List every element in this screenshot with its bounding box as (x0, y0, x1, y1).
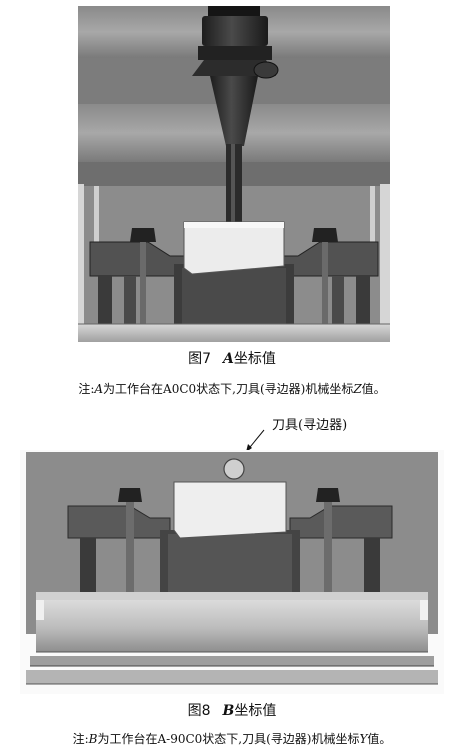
figure-8-illustration (20, 429, 444, 694)
figure-7-symbol: A (223, 351, 234, 367)
figure-8-number: 图8 (187, 703, 211, 719)
figure-8-caption: 图8 B坐标值 (0, 700, 464, 720)
figure-8-title: 坐标值 (234, 703, 277, 719)
figure-8-callout-label: 刀具(寻边器) (272, 418, 348, 433)
figure-7-note: 注:A为工作台在A0C0状态下,刀具(寻边器)机械坐标Z值。 (78, 382, 386, 396)
figure-8-symbol: B (222, 703, 235, 719)
figure-7-title: 坐标值 (233, 351, 276, 367)
figure-8-note: 注:B为工作台在A-90C0状态下,刀具(寻边器)机械坐标Y值。 (72, 732, 392, 746)
figure-7-illustration (78, 6, 390, 342)
figure-7-number: 图7 (188, 351, 212, 367)
figure-7-caption: 图7 A坐标值 (0, 348, 464, 368)
